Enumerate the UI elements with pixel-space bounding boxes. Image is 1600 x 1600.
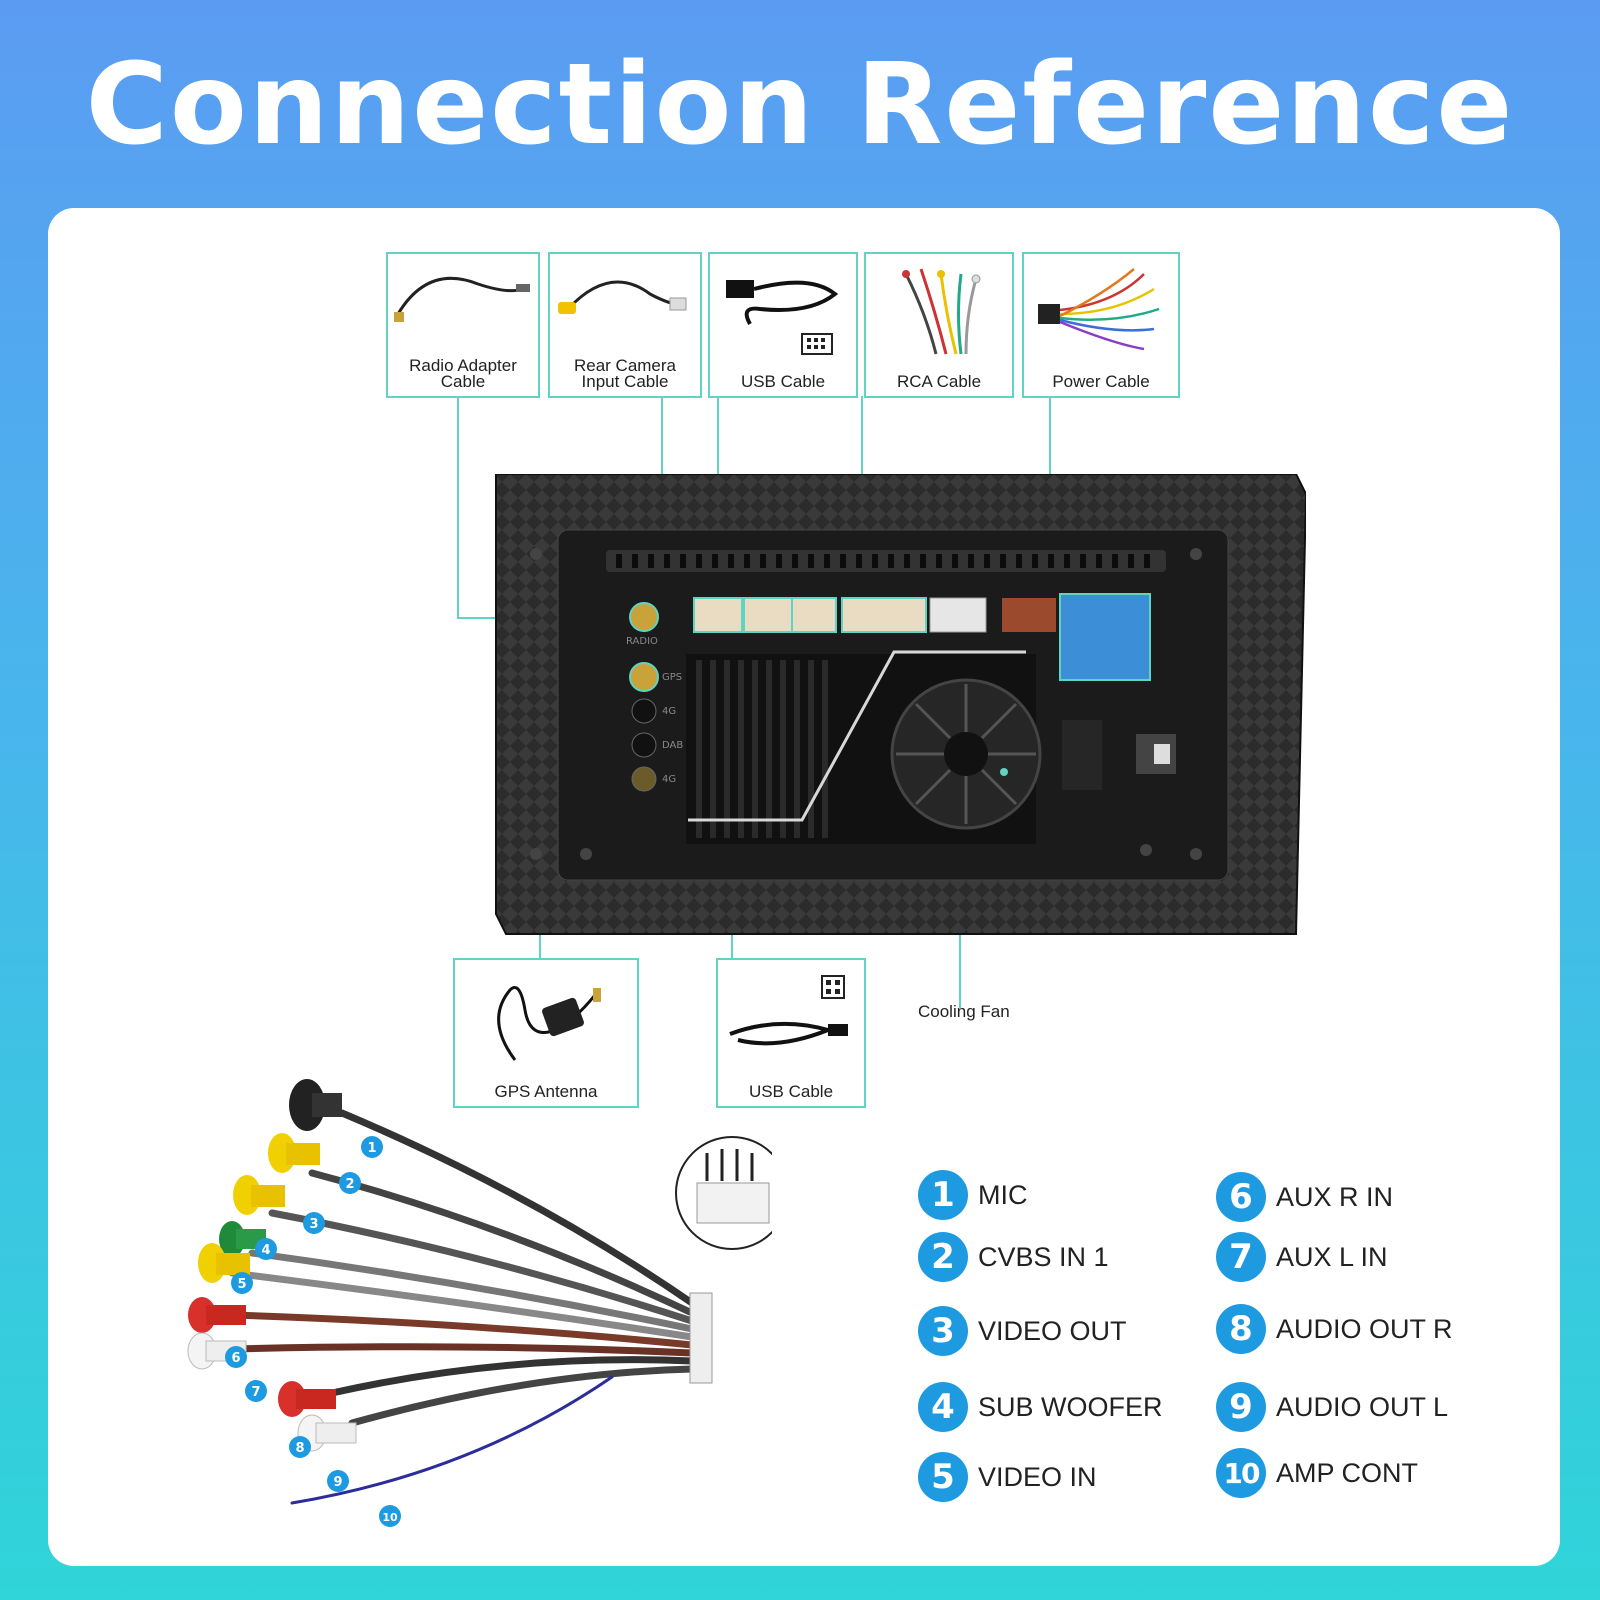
head-unit-back: RADIO GPS 4G DAB 4G: [495, 474, 1306, 935]
harness-badge-5: 5: [237, 1277, 246, 1292]
legend-item-2: 2 CVBS IN 1: [918, 1232, 1109, 1282]
port-label-4g-b: 4G: [662, 774, 676, 785]
harness-badge-8: 8: [295, 1441, 304, 1456]
radio-adapter-cable-box: Radio Adapter Cable: [386, 252, 540, 398]
legend-label: AUX L IN: [1276, 1241, 1388, 1272]
radio-adapter-cable-label: Radio Adapter Cable: [409, 356, 517, 391]
port-label-gps: GPS: [662, 672, 682, 683]
camera-cable-icon: [558, 280, 687, 314]
legend-number-badge: 10: [1216, 1448, 1266, 1498]
rca-cable-box: RCA Cable: [864, 252, 1014, 398]
legend-number-badge: 2: [918, 1232, 968, 1282]
rear-camera-cable-label: Rear Camera Input Cable: [573, 356, 677, 391]
legend-number-badge: 8: [1216, 1304, 1266, 1354]
legend-label: MIC: [978, 1179, 1028, 1210]
power-cable-icon: [1038, 268, 1160, 351]
gps-antenna-box: GPS Antenna: [453, 958, 639, 1108]
legend-item-7: 7 AUX L IN: [1216, 1232, 1388, 1282]
legend-item-9: 9 AUDIO OUT L: [1216, 1382, 1448, 1432]
port-label-dab: DAB: [662, 740, 683, 751]
port-label-radio: RADIO: [626, 636, 658, 647]
legend-label: SUB WOOFER: [978, 1391, 1163, 1422]
legend-label: AUDIO OUT R: [1276, 1313, 1453, 1344]
legend-number-badge: 6: [1216, 1172, 1266, 1222]
power-cable-box: Power Cable: [1022, 252, 1180, 398]
legend-number-badge: 4: [918, 1382, 968, 1432]
gps-antenna-label: GPS Antenna: [494, 1082, 598, 1101]
legend-label: CVBS IN 1: [978, 1241, 1109, 1272]
legend-item-3: 3 VIDEO OUT: [918, 1306, 1127, 1356]
rca-cable-label: RCA Cable: [896, 372, 982, 391]
harness-badge-6: 6: [231, 1351, 240, 1366]
legend-number-badge: 9: [1216, 1382, 1266, 1432]
legend-label: VIDEO OUT: [978, 1315, 1127, 1346]
rca-cable-icon: [902, 268, 981, 355]
power-cable-label: Power Cable: [1052, 372, 1150, 391]
legend-item-6: 6 AUX R IN: [1216, 1172, 1393, 1222]
gps-antenna-icon: [497, 986, 601, 1061]
usb-cable-top-box: USB Cable: [708, 252, 858, 398]
radio-cable-icon: [394, 276, 530, 322]
legend-label: AUX R IN: [1276, 1181, 1394, 1212]
legend-number-badge: 5: [918, 1452, 968, 1502]
harness-badge-3: 3: [309, 1217, 318, 1232]
legend-number-badge: 3: [918, 1306, 968, 1356]
port-label-4g-a: 4G: [662, 706, 676, 717]
usb-cable-icon: [726, 280, 839, 355]
legend-item-4: 4 SUB WOOFER: [918, 1382, 1163, 1432]
cooling-fan-label: Cooling Fan: [918, 1002, 1010, 1021]
legend-label: AUDIO OUT L: [1276, 1391, 1449, 1422]
legend-item-1: 1 MIC: [918, 1170, 1028, 1220]
usb-cable-bottom-box: USB Cable: [716, 958, 866, 1108]
page-title: Connection Reference: [85, 40, 1515, 170]
usb-cable-bottom-icon: [729, 975, 848, 1046]
harness-badge-4: 4: [261, 1243, 270, 1258]
legend-item-8: 8 AUDIO OUT R: [1216, 1304, 1453, 1354]
harness-badge-9: 9: [333, 1475, 342, 1490]
rear-camera-cable-box: Rear Camera Input Cable: [548, 252, 702, 398]
legend-label: AMP CONT: [1276, 1457, 1419, 1488]
usb-cable-top-label: USB Cable: [740, 372, 826, 391]
usb-cable-bottom-label: USB Cable: [748, 1082, 834, 1101]
legend-item-10: 10 AMP CONT: [1216, 1448, 1418, 1498]
harness-badge-7: 7: [251, 1385, 260, 1400]
legend-number-badge: 1: [918, 1170, 968, 1220]
harness-badge-1: 1: [367, 1141, 376, 1156]
rca-harness-illustration: 1 2 3 4 5 6 7 8 9 10: [187, 1079, 772, 1527]
legend-label: VIDEO IN: [978, 1461, 1097, 1492]
legend-number-badge: 7: [1216, 1232, 1266, 1282]
content-panel: Radio Adapter Cable Rear Camera Input Ca…: [48, 208, 1560, 1566]
harness-badge-10: 10: [382, 1511, 398, 1524]
legend-item-5: 5 VIDEO IN: [918, 1452, 1097, 1502]
harness-badge-2: 2: [345, 1177, 354, 1192]
